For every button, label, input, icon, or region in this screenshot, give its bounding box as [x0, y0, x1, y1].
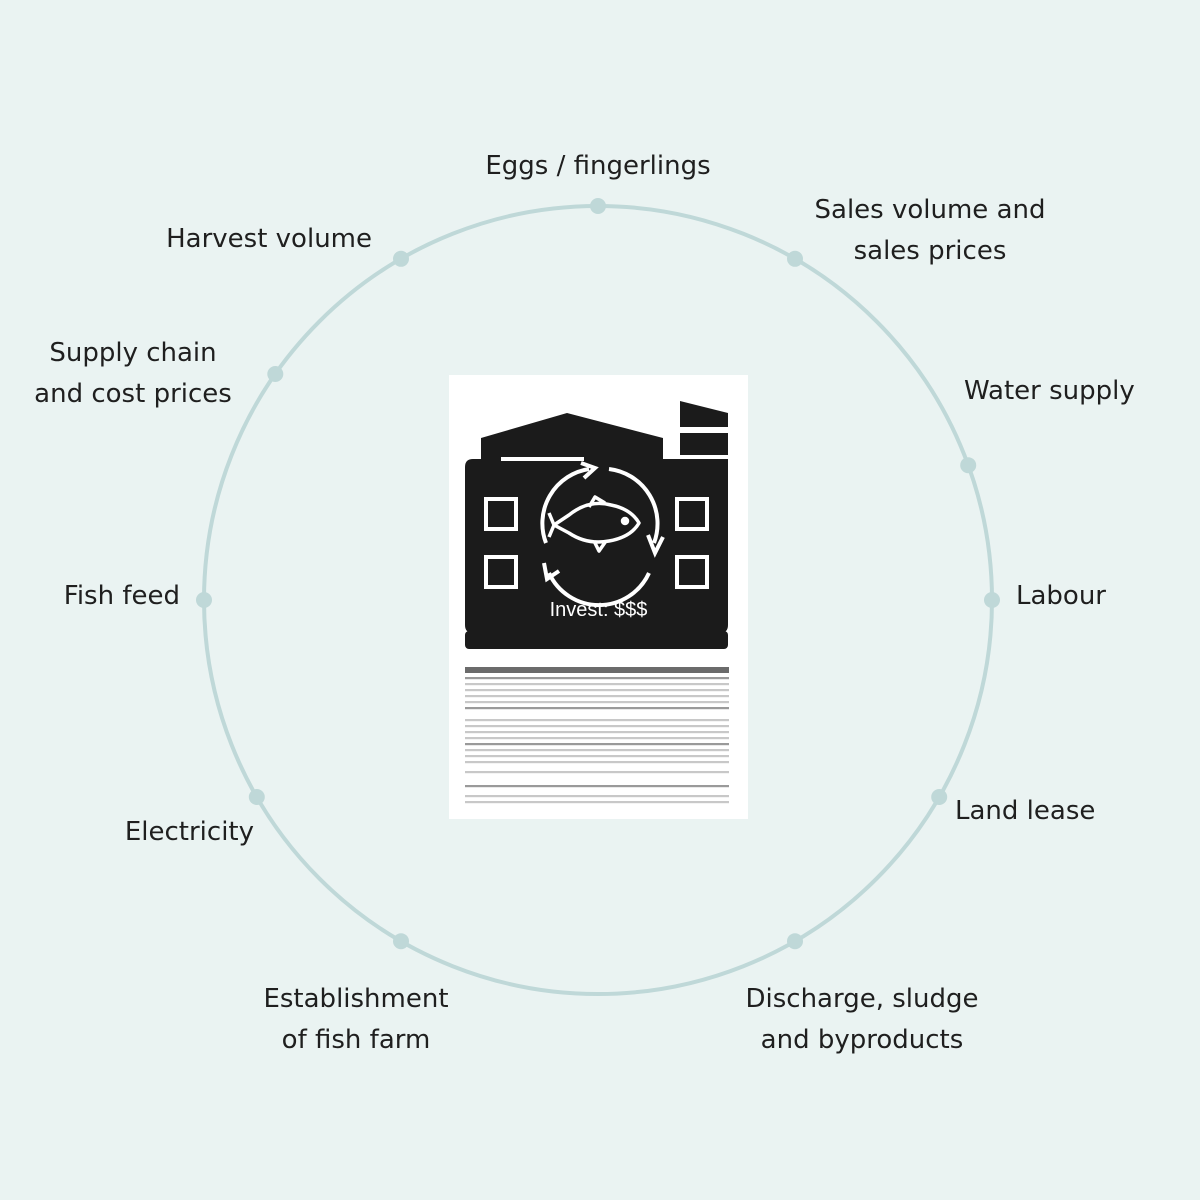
ring-dot-supply — [267, 366, 284, 382]
spreadsheet-row — [465, 707, 729, 710]
spreadsheet-row — [465, 771, 729, 774]
spreadsheet-row — [465, 737, 729, 740]
invest-label: Invest: $$$ — [549, 599, 648, 621]
ring-dot-establishment — [393, 933, 409, 950]
node-harvest-volume: Harvest volume — [166, 224, 372, 254]
ring-dot-harvest — [393, 250, 409, 267]
fish-icon — [547, 495, 641, 553]
spreadsheet-row — [465, 761, 729, 764]
node-water-supply: Water supply — [964, 376, 1135, 406]
ring-dot-eggs — [590, 198, 606, 214]
ring-dot-discharge — [787, 933, 803, 950]
spreadsheet-row — [465, 731, 729, 734]
spreadsheet-row — [465, 677, 729, 680]
spreadsheet-row — [465, 801, 729, 804]
spreadsheet-row — [465, 795, 729, 798]
node-eggs-fingerlings: Eggs / fingerlings — [485, 151, 711, 181]
ring-dot-water — [960, 457, 977, 474]
node-fish-feed: Fish feed — [63, 581, 180, 611]
spreadsheet-row — [465, 743, 729, 746]
spreadsheet-row — [465, 755, 729, 758]
node-electricity: Electricity — [124, 817, 254, 847]
fish-farm-building-icon — [465, 401, 728, 649]
ring-dot-land — [931, 789, 948, 805]
circular-arrows-icon — [540, 461, 665, 608]
spreadsheet-thumbnail — [465, 667, 729, 804]
node-labour: Labour — [1016, 581, 1106, 611]
spreadsheet-row — [465, 689, 729, 692]
spreadsheet-row — [465, 701, 729, 704]
ring-dot-electricity — [248, 789, 265, 805]
spreadsheet-row — [465, 785, 729, 788]
ring-dot-feed — [196, 592, 212, 608]
ring-dot-labour — [984, 592, 1000, 608]
spreadsheet-row — [465, 725, 729, 728]
spreadsheet-row — [465, 749, 729, 752]
spreadsheet-row — [465, 695, 729, 698]
ring-dot-sales — [787, 250, 803, 267]
spreadsheet-row — [465, 719, 729, 722]
spreadsheet-row — [465, 683, 729, 686]
node-land-lease: Land lease — [955, 796, 1096, 826]
center-document: Invest: $$$ — [449, 375, 748, 819]
